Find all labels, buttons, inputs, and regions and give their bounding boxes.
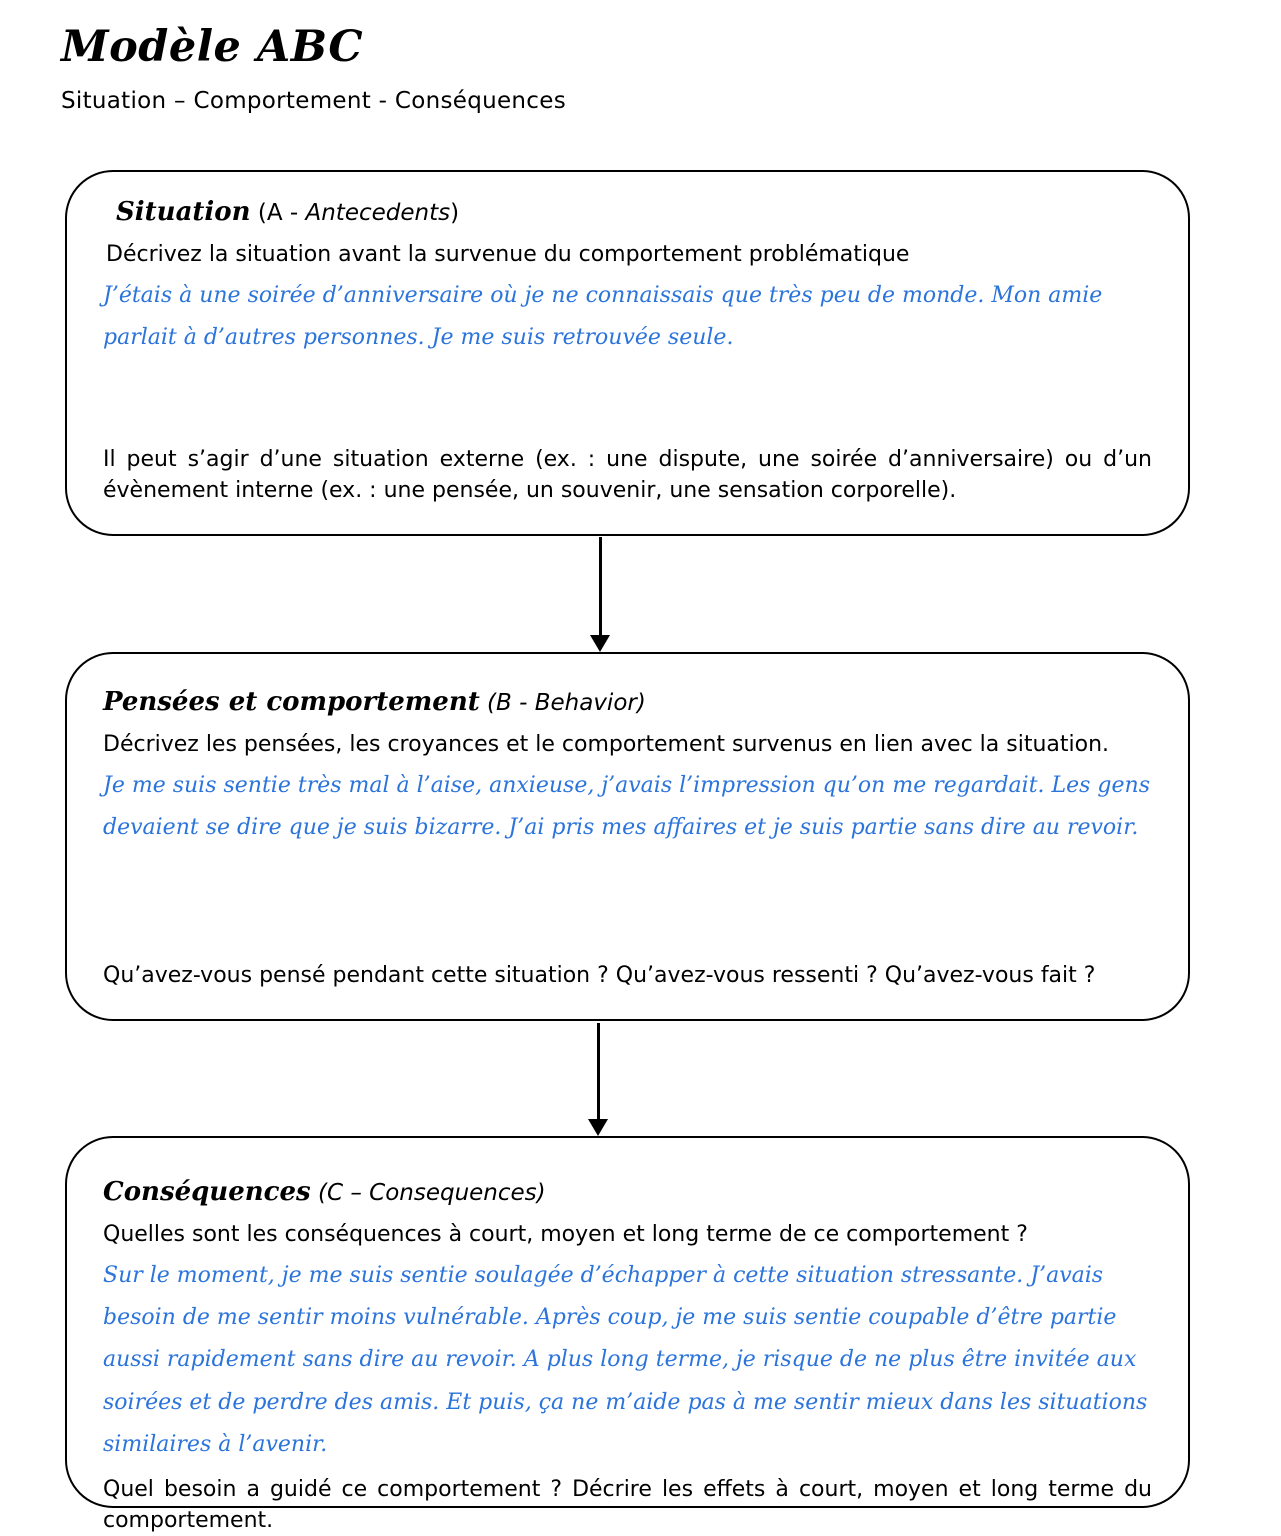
heading-script-consequences: Conséquences (103, 1177, 311, 1207)
consequences-hint-text: Quel besoin a guidé ce comportement ? Dé… (103, 1477, 1152, 1534)
heading-italic-consequences: (C – Consequences) (317, 1180, 546, 1206)
box-situation: Situation (A - Antecedents) Décrivez la … (65, 170, 1190, 536)
heading-script-pensees: Pensées et comportement (103, 687, 480, 717)
page-subtitle: Situation – Comportement - Conséquences (61, 88, 566, 114)
heading-separator (311, 1180, 318, 1206)
arrow-head-icon (590, 635, 610, 652)
heading-script-situation: Situation (116, 197, 251, 227)
heading-separator (480, 690, 487, 716)
heading-close-paren: ) (450, 200, 460, 226)
heading-italic-behavior: (B - Behavior) (487, 690, 646, 716)
situation-prompt-text: Décrivez la situation avant la survenue … (106, 241, 910, 267)
arrow-line (597, 1023, 600, 1121)
pensees-hint-text: Qu’avez-vous pensé pendant cette situati… (103, 962, 1096, 988)
box-pensees-et-comportement: Pensées et comportement (B - Behavior) D… (65, 652, 1190, 1021)
heading-separator: (A - (250, 200, 306, 226)
arrow-line (599, 537, 602, 637)
box-situation-heading: Situation (A - Antecedents) (116, 194, 1152, 232)
heading-italic-antecedents: Antecedents (305, 200, 451, 226)
box-pensees-heading: Pensées et comportement (B - Behavior) (103, 684, 1152, 722)
situation-hint-text: Il peut s’agir d’une situation externe (… (103, 446, 1152, 503)
pensees-answer-text: Je me suis sentie très mal à l’aise, anx… (103, 772, 1150, 841)
box-consequences-heading: Conséquences (C – Consequences) (103, 1174, 1152, 1212)
arrow-head-icon (588, 1119, 608, 1136)
pensees-prompt-text: Décrivez les pensées, les croyances et l… (103, 731, 1110, 757)
consequences-prompt-text: Quelles sont les conséquences à court, m… (103, 1221, 1028, 1247)
page-title: Modèle ABC (61, 22, 364, 72)
box-consequences: Conséquences (C – Consequences) Quelles … (65, 1136, 1190, 1533)
consequences-answer-text: Sur le moment, je me suis sentie soulagé… (103, 1262, 1148, 1457)
situation-answer-text: J’étais à une soirée d’anniversaire où j… (103, 282, 1103, 351)
